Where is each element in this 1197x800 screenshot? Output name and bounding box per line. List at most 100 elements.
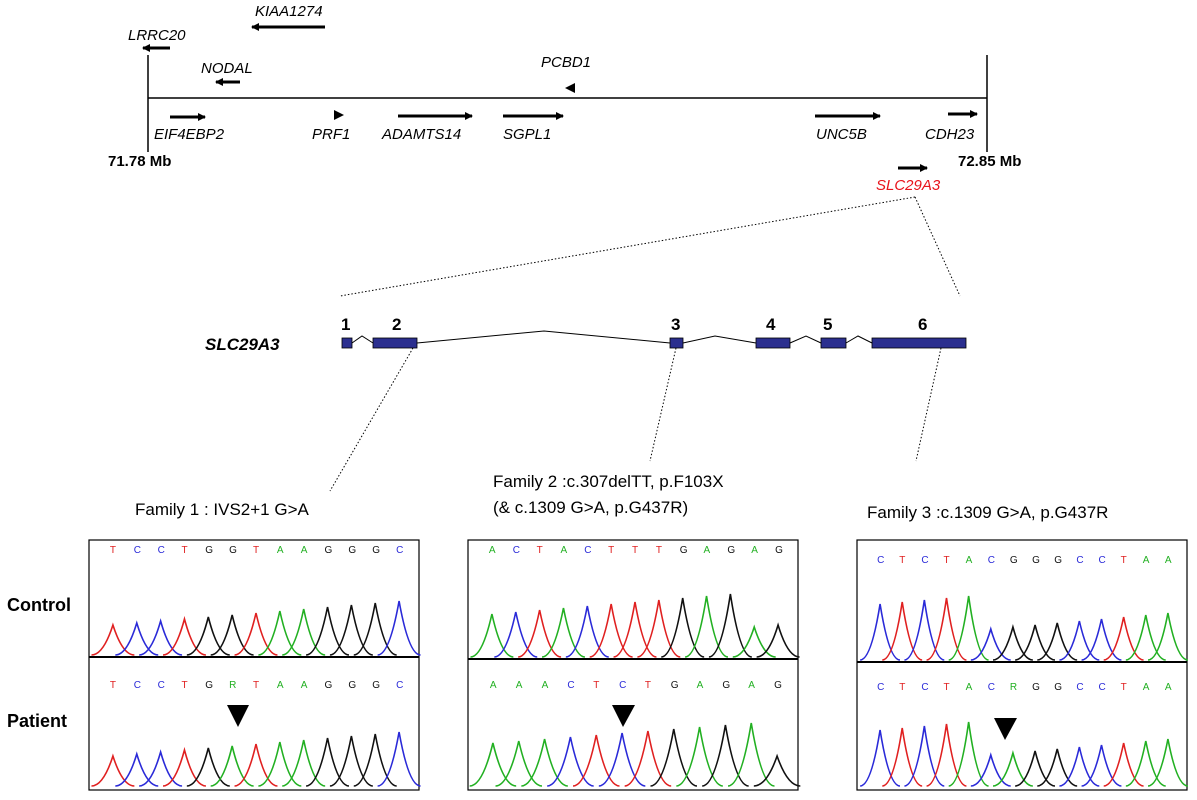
exon-4-box — [755, 337, 791, 349]
row-label-control: Control — [7, 595, 71, 615]
family-2-mutation-marker — [612, 705, 635, 727]
family-2-patient-peak-1 — [469, 742, 517, 787]
family-2-control-base-6: T — [608, 545, 614, 556]
family-1-patient-base-1: T — [110, 680, 116, 691]
family-1-patient-peak-7 — [234, 743, 278, 787]
family-1-control-peak-8 — [258, 610, 302, 656]
family-2-patient-peak-6 — [598, 732, 646, 787]
family-2-patient-peak-10 — [701, 724, 749, 787]
family-1-control-base-2: C — [134, 545, 141, 556]
family-1-patient-peak-6 — [210, 745, 254, 787]
family-1-control-peak-4 — [162, 615, 207, 656]
family-3-control-base-13: A — [1143, 555, 1150, 566]
family-2-control-base-9: G — [680, 545, 688, 556]
family-1-patient-base-9: A — [301, 680, 308, 691]
chromatogram-frames — [88, 539, 1188, 791]
family-1-control-peak-13 — [377, 600, 421, 656]
family-1-control-base-11: G — [348, 545, 356, 556]
family-3-control-peak-7 — [992, 623, 1033, 661]
gene-label-prf1: PRF1 — [312, 126, 350, 143]
family-1-control-peak-6 — [210, 614, 254, 656]
gene-structure: SLC29A3 1 2 3 4 5 6 — [205, 315, 967, 354]
family-2-control-base-13: G — [775, 545, 783, 556]
family-3-patient-base-10: C — [1076, 682, 1083, 693]
family-3-patient-peak-6 — [970, 752, 1011, 787]
family-1-control-base-10: G — [325, 545, 333, 556]
family-1-patient-peak-11 — [329, 735, 374, 787]
family-1-control-peak-11 — [329, 604, 374, 656]
family-3-patient-peak-11 — [1081, 744, 1122, 787]
family-3-control-base-4: T — [944, 555, 950, 566]
family-1-patient-peak-5 — [186, 747, 230, 787]
gene-label-lrrc20: LRRC20 — [128, 27, 186, 44]
family-3-patient-peak-5 — [948, 721, 989, 787]
exon-boxes — [341, 337, 967, 349]
family-2-control-peak-4 — [541, 607, 586, 658]
family-1-patient-base-6: R — [229, 680, 236, 691]
family-1-patient-peak-4 — [162, 746, 207, 787]
family-3-patient-base-12: T — [1121, 682, 1127, 693]
family-2-control-peak-10 — [684, 595, 729, 658]
family-2-control-peak-9 — [661, 597, 705, 658]
family-1-control-peak-7 — [234, 612, 278, 656]
family-1-patient-peak-10 — [305, 737, 350, 787]
family-3-patient-peak-9 — [1037, 748, 1078, 787]
family-2-control-peak-12 — [732, 624, 776, 658]
family-3-control-base-11: C — [1099, 555, 1106, 566]
family-3-control-base-12: T — [1121, 555, 1127, 566]
family-2-control-base-4: A — [560, 545, 567, 556]
family-1-patient-base-13: C — [396, 680, 403, 691]
family-3-control-base-14: A — [1165, 555, 1172, 566]
mutation-pointers — [329, 347, 942, 492]
family-3-control-base-8: G — [1032, 555, 1040, 566]
family-2-patient-base-4: C — [567, 680, 574, 691]
exon-number-6: 6 — [918, 315, 927, 334]
family-3-patient-peak-1 — [859, 729, 901, 787]
exon-number-4: 4 — [766, 315, 776, 334]
zoom-connector — [339, 196, 961, 297]
family-2-control-base-8: T — [656, 545, 662, 556]
family-3-panel — [856, 539, 1188, 791]
family-1-control-base-5: G — [205, 545, 213, 556]
family-1-patient-peak-13 — [377, 731, 421, 787]
family-3-control-base-1: C — [877, 555, 884, 566]
exon-1-box — [341, 337, 353, 349]
family-2-control-peak-5 — [565, 605, 609, 658]
family-1-control-peak-2 — [115, 620, 159, 656]
family-1-patient-peak-1 — [91, 753, 135, 787]
family-3-control-base-2: T — [899, 555, 905, 566]
family-3-control-base-6: C — [988, 555, 995, 566]
family-2-control-peak-8 — [637, 599, 681, 658]
family-2-control-base-1: A — [489, 545, 496, 556]
gene-label-nodal: NODAL — [201, 60, 253, 77]
pcbd1-arrow — [565, 83, 575, 93]
family-3-patient-base-8: G — [1032, 682, 1040, 693]
family-3-patient-peak-8 — [1015, 750, 1056, 787]
family-2-patient-base-7: T — [645, 680, 651, 691]
exon-2-box — [372, 337, 418, 349]
family-titles: Family 1 : IVS2+1 G>A Family 2 :c.307del… — [135, 472, 1108, 522]
family-3-control-peak-4 — [926, 597, 967, 661]
family-2-patient-base-10: G — [722, 680, 730, 691]
family-2-patient-peak-9 — [676, 726, 724, 787]
family-1-control-base-12: G — [372, 545, 380, 556]
gene-label-eif4ebp2: EIF4EBP2 — [154, 126, 225, 143]
family-2-control-base-10: A — [704, 545, 711, 556]
family-3-patient-peak-7 — [992, 749, 1033, 787]
family-2-control-base-2: C — [513, 545, 520, 556]
family-1-mutation-marker — [227, 705, 249, 727]
family-1-panel — [88, 539, 420, 791]
gene-label-sgpl1: SGPL1 — [503, 126, 551, 143]
locus-start-coordinate: 71.78 Mb — [108, 153, 171, 170]
family-2-patient-base-12: G — [774, 680, 782, 691]
mutation-markers — [227, 705, 1017, 740]
family-2-control-peak-13 — [756, 622, 800, 658]
family-3-control-peak-8 — [1015, 624, 1056, 661]
family-2-patient-base-11: A — [748, 680, 755, 691]
exon-3-box — [669, 337, 684, 349]
family-3-control-peak-10 — [1059, 620, 1100, 661]
gene-label-pcbd1: PCBD1 — [541, 54, 591, 71]
family-2-title-line-1: Family 2 :c.307delTT, p.F103X — [493, 472, 724, 491]
